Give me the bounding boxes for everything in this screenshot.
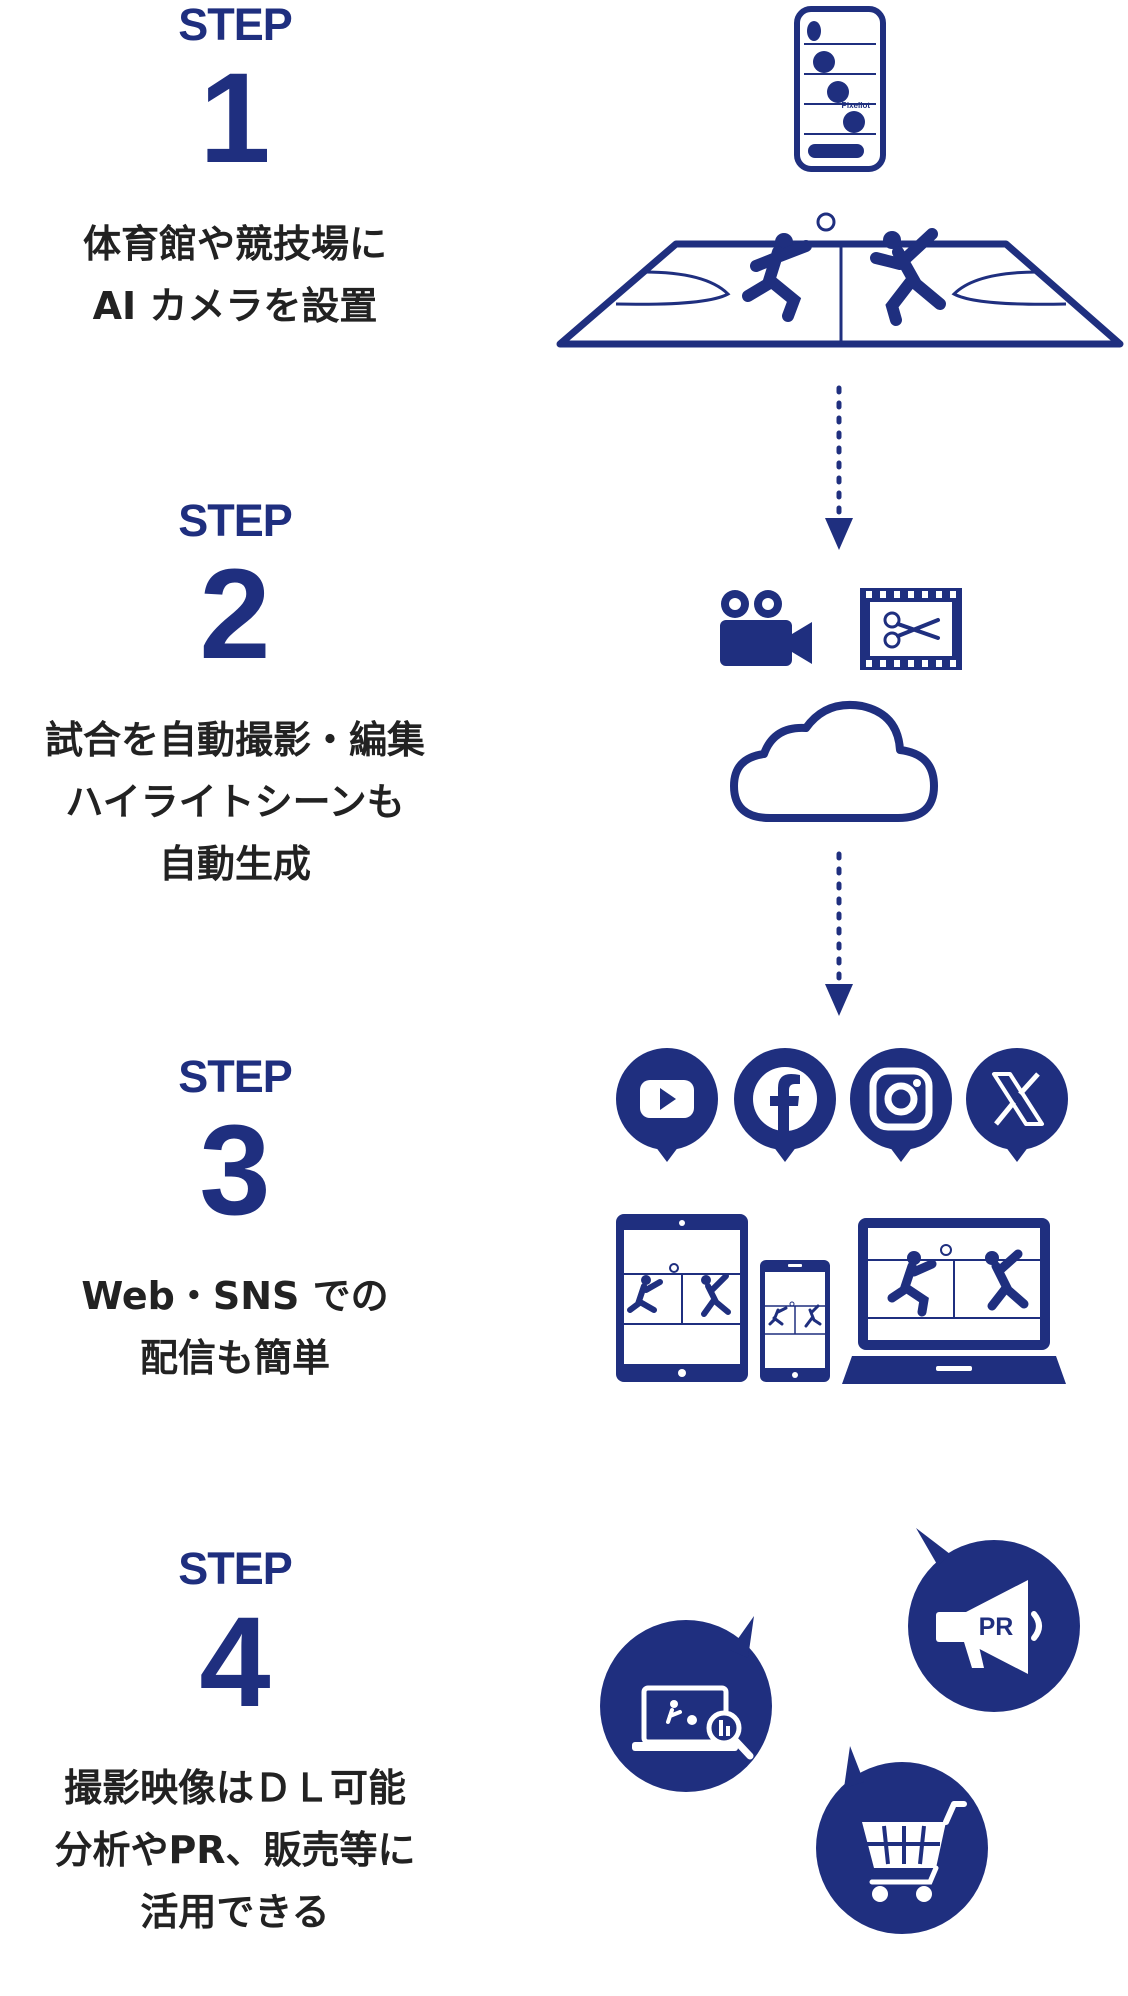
instagram-icon: [850, 1048, 952, 1162]
camera-brand-text: Pixellot: [842, 101, 871, 110]
x-icon: [966, 1048, 1068, 1162]
step-2-number: 2: [199, 543, 271, 686]
laptop-icon: [842, 1218, 1066, 1384]
step-4: STEP 4 撮影映像はＤＬ可能 分析やPR、販売等に 活用できる: [0, 1546, 470, 1943]
step-4-line-3: 活用できる: [140, 1890, 330, 1934]
step-2-line-3: 自動生成: [158, 842, 311, 886]
shopping-cart-icon: [816, 1746, 988, 1934]
step-3-label: STEP: [178, 1051, 293, 1102]
cloud-icon: [730, 701, 938, 822]
facebook-icon: [734, 1048, 836, 1162]
step-3-number: 3: [199, 1099, 271, 1242]
step-3-line-1: Web・SNS での: [81, 1274, 389, 1318]
step-4-number: 4: [199, 1591, 271, 1734]
ai-camera-icon: Pixellot: [794, 6, 886, 172]
step-1-line-1: 体育館や競技場に: [82, 222, 387, 266]
step-2-line-1: 試合を自動撮影・編集: [44, 718, 425, 762]
step-1-label: STEP: [178, 0, 293, 50]
megaphone-pr-icon: PR: [908, 1528, 1080, 1712]
step-4-line-1: 撮影映像はＤＬ可能: [63, 1766, 406, 1810]
step-1-number: 1: [199, 47, 271, 190]
step-1-line-2: AI カメラを設置: [92, 284, 378, 328]
sports-court-icon: [556, 212, 1124, 348]
step-3-line-2: 配信も簡単: [139, 1336, 330, 1380]
step-2: STEP 2 試合を自動撮影・編集 ハイライトシーンも 自動生成: [0, 498, 470, 895]
step-2-label: STEP: [178, 495, 293, 546]
youtube-icon: [616, 1048, 718, 1162]
video-camera-icon: [720, 590, 812, 666]
film-edit-icon: [860, 588, 962, 670]
analysis-laptop-icon: [600, 1616, 772, 1792]
step-4-description: 撮影映像はＤＬ可能 分析やPR、販売等に 活用できる: [0, 1757, 470, 1943]
step-2-description: 試合を自動撮影・編集 ハイライトシーンも 自動生成: [0, 709, 470, 895]
step-2-line-2: ハイライトシーンも: [65, 780, 405, 824]
step-1: STEP 1 体育館や競技場に AI カメラを設置: [0, 2, 470, 337]
step-4-line-2: 分析やPR、販売等に: [54, 1828, 416, 1872]
step-3: STEP 3 Web・SNS での 配信も簡単: [0, 1054, 470, 1389]
step-3-description: Web・SNS での 配信も簡単: [0, 1265, 470, 1389]
smartphone-icon: [760, 1260, 830, 1382]
arrow-down-icon: [825, 385, 853, 550]
pr-badge-text: PR: [979, 1613, 1014, 1641]
step-1-description: 体育館や競技場に AI カメラを設置: [0, 213, 470, 337]
tablet-icon: [616, 1214, 748, 1382]
step-4-label: STEP: [178, 1543, 293, 1594]
arrow-down-icon-2: [825, 851, 853, 1016]
